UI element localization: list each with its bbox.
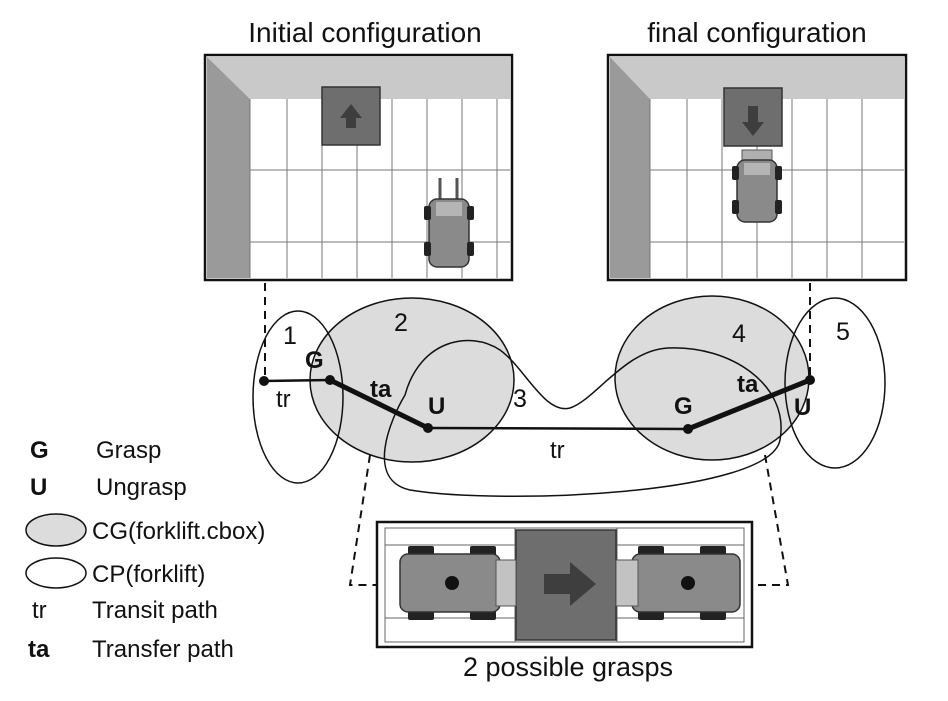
- cbox-object: [321, 86, 381, 146]
- top-wall: [207, 57, 510, 99]
- edge-label-ta: ta: [370, 376, 392, 403]
- legend-cg-swatch: [25, 513, 87, 547]
- edge-ta-right: [687, 377, 811, 432]
- region-3-cp: [383, 339, 782, 498]
- dashed-connectors: [264, 283, 811, 586]
- forklift-icon: [424, 178, 474, 268]
- grasp-point: [445, 576, 459, 590]
- legend-label: Ungrasp: [96, 474, 187, 501]
- legend-symbol-tr: tr: [32, 597, 47, 624]
- edge-ta-left: [328, 377, 430, 431]
- edge-label-tr: tr: [276, 386, 291, 413]
- region-5-cp: [784, 297, 886, 469]
- grasps-caption: 2 possible grasps: [463, 652, 673, 682]
- grasp-point: [681, 576, 695, 590]
- node-label-g: G: [674, 393, 693, 420]
- region-number: 2: [394, 309, 408, 337]
- left-wall: [610, 57, 650, 278]
- legend-label: CP(forklift): [92, 561, 205, 588]
- top-wall: [610, 57, 904, 99]
- legend-symbol-u: U: [30, 474, 47, 501]
- region-number: 5: [836, 318, 850, 346]
- final-config-title: final configuration: [647, 17, 866, 48]
- legend-symbol-ta: ta: [28, 636, 50, 663]
- region-4-cg: [614, 295, 810, 461]
- forklift-icon: [732, 149, 782, 223]
- edge-tr-left: [263, 378, 331, 383]
- edge-label-ta: ta: [737, 371, 759, 398]
- node-grasp: [683, 424, 693, 434]
- region-number: 3: [513, 385, 527, 413]
- arrow-right-icon: [544, 562, 596, 606]
- left-wall: [207, 57, 250, 278]
- forklift-icon: [615, 546, 741, 620]
- initial-config-title: Initial configuration: [248, 17, 481, 48]
- legend-label: Transfer path: [92, 636, 234, 663]
- initial-config-panel: [203, 53, 514, 282]
- arrow-up-icon: [340, 104, 362, 128]
- final-config-panel: [606, 53, 908, 282]
- legend: G Grasp U Ungrasp CG(forklift.cbox) CP(f…: [25, 437, 265, 663]
- region-number: 4: [732, 320, 746, 348]
- legend-label: CG(forklift.cbox): [92, 518, 265, 545]
- node-label-u: U: [428, 393, 445, 420]
- node-grasp: [325, 375, 335, 385]
- legend-label: Transit path: [92, 597, 218, 624]
- node-label-u: U: [794, 394, 811, 421]
- legend-symbol-g: G: [30, 437, 49, 464]
- cbox-object: [723, 87, 783, 147]
- grasps-panel: 2 possible grasps: [375, 520, 754, 682]
- edge-tr-mid: [427, 426, 689, 431]
- region-2-cg: [309, 297, 515, 463]
- node-ungrasp: [805, 375, 815, 385]
- region-number: 1: [283, 322, 297, 350]
- legend-label: Grasp: [96, 437, 161, 464]
- legend-cp-swatch: [25, 557, 87, 589]
- edge-label-tr: tr: [550, 437, 565, 464]
- node-label-g: G: [305, 347, 324, 374]
- node-start: [259, 376, 269, 386]
- node-ungrasp: [423, 423, 433, 433]
- arrow-down-icon: [742, 106, 764, 136]
- region-1-cp: [252, 310, 344, 484]
